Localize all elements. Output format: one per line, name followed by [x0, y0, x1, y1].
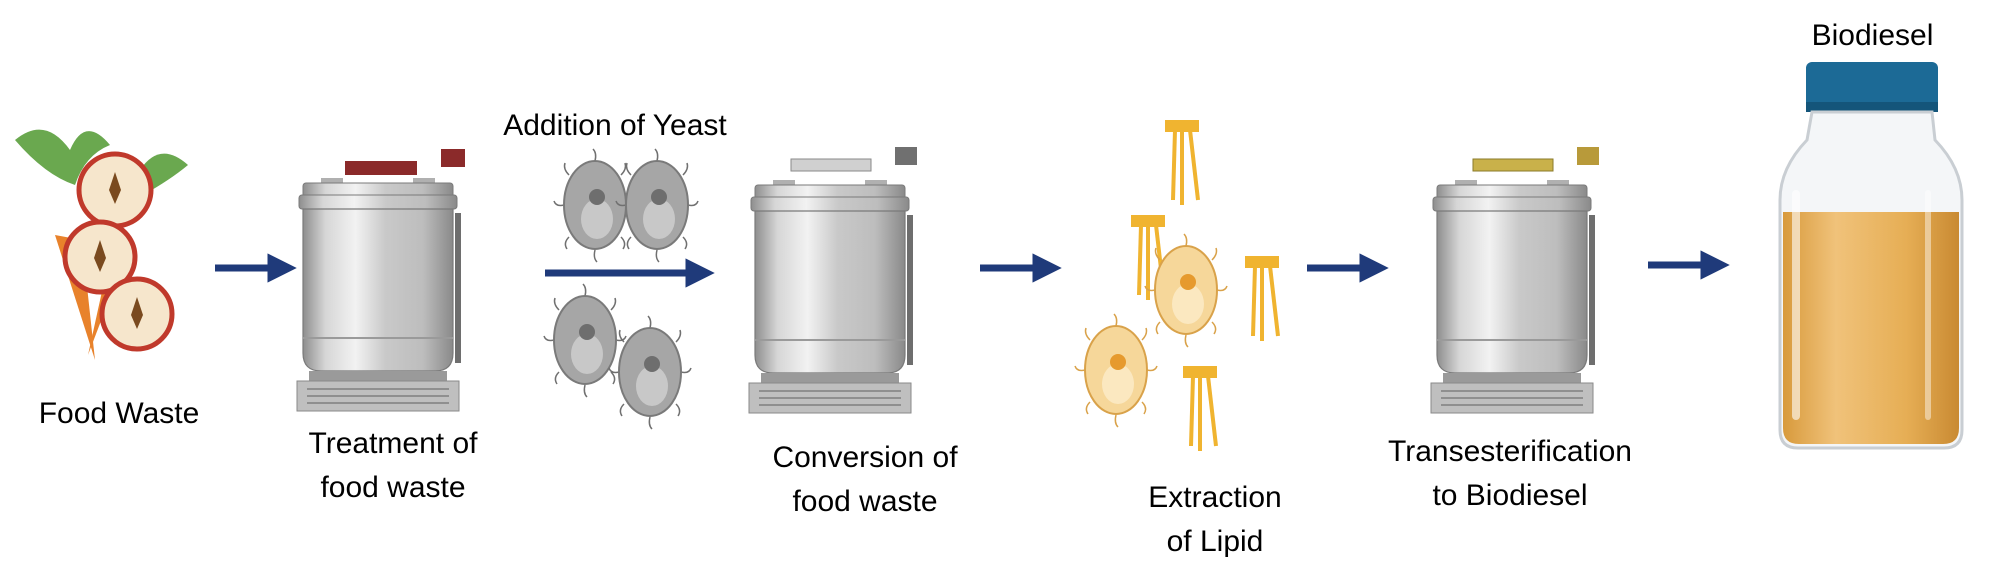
label-conversion-line1: Conversion of	[772, 441, 958, 474]
food-waste-illustration	[15, 129, 188, 360]
yeast-cells-gray	[543, 148, 699, 430]
label-extraction-line1: Extraction	[1148, 481, 1282, 514]
label-addition-of-yeast: Addition of Yeast	[503, 109, 727, 142]
label-conversion: Conversion of food waste	[745, 436, 985, 524]
label-extraction-line2: of Lipid	[1166, 525, 1264, 558]
label-extraction: Extraction of Lipid	[1115, 476, 1315, 564]
label-biodiesel: Biodiesel	[1811, 19, 1934, 52]
biodiesel-bottle	[1778, 62, 1964, 450]
label-transesterification: Transesterification to Biodiesel	[1355, 430, 1665, 518]
tank-conversion	[748, 147, 917, 414]
label-treatment: Treatment of food waste	[288, 422, 498, 510]
label-treatment-line1: Treatment of	[308, 427, 478, 460]
label-food-waste: Food Waste	[38, 397, 200, 430]
label-conversion-line2: food waste	[792, 485, 938, 518]
label-transesterification-line1: Transesterification	[1388, 435, 1632, 468]
tank-treatment	[296, 149, 465, 412]
lipid-extraction-illustration	[1074, 120, 1280, 451]
label-treatment-line2: food waste	[320, 471, 466, 504]
label-transesterification-line2: to Biodiesel	[1432, 479, 1588, 512]
tank-transesterification	[1430, 147, 1599, 414]
